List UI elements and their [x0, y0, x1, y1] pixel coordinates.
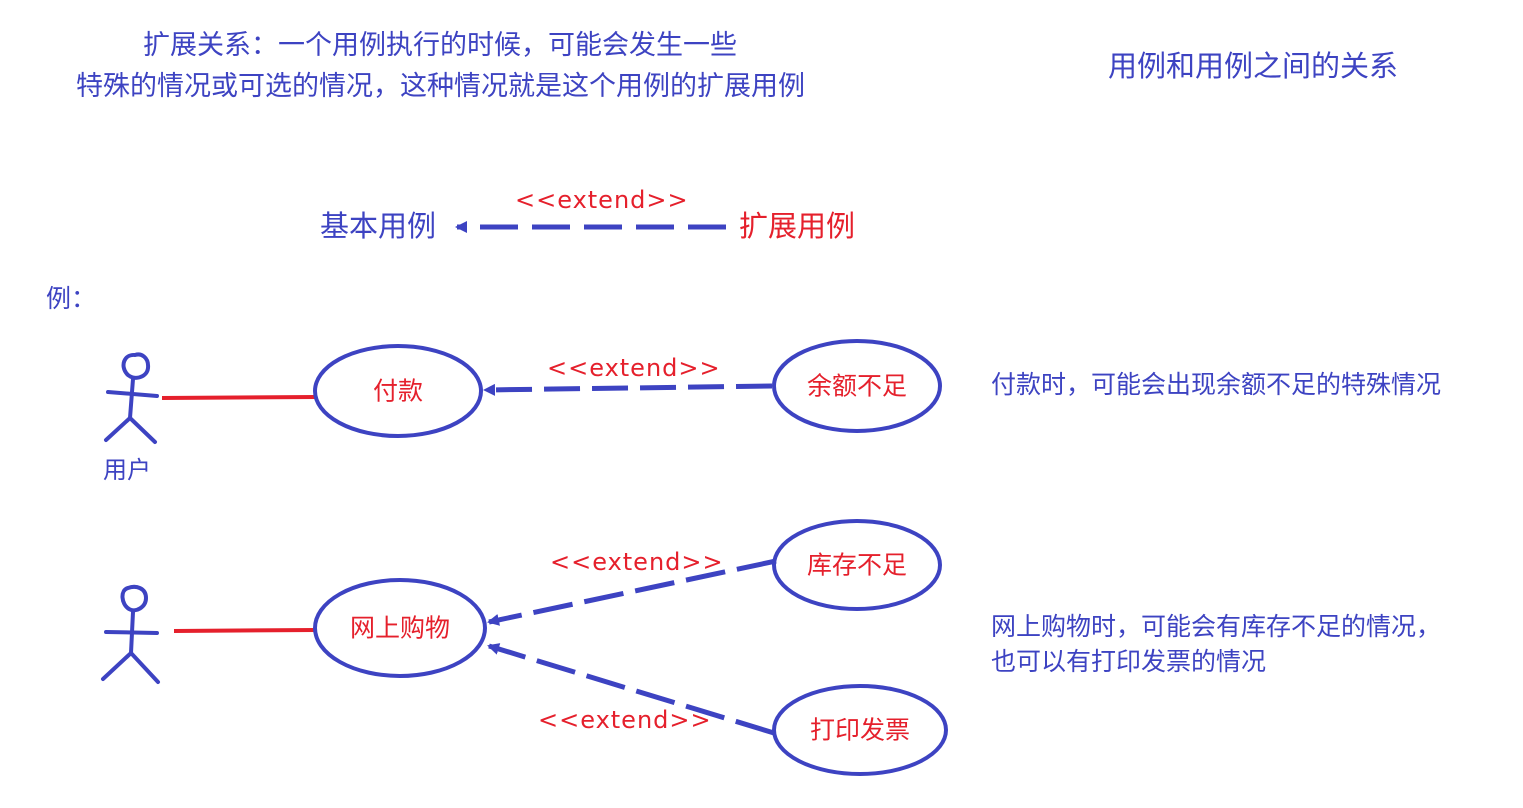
use-case-payment	[313, 344, 483, 438]
use-case-payment-label: 付款	[372, 376, 424, 406]
use-case-out-of-stock	[772, 519, 942, 611]
legend-base-use-case-label: 基本用例	[320, 209, 437, 243]
use-case-online-shopping	[313, 578, 487, 678]
use-case-out-of-stock-label: 库存不足	[806, 550, 908, 580]
example-label: 例：	[46, 284, 97, 313]
example2-note-line-2: 也可以有打印发票的情况	[991, 647, 1267, 676]
use-case-print-invoice	[772, 684, 948, 776]
association-user-payment	[161, 395, 317, 400]
example2-extend-stereotype-1: <<extend>>	[550, 548, 724, 576]
association-shopper-online-shopping	[173, 628, 317, 633]
definition-line-1: 扩展关系：一个用例执行的时候，可能会发生一些	[143, 30, 737, 61]
definition-line-2: 特殊的情况或可选的情况，这种情况就是这个用例的扩展用例	[76, 71, 805, 102]
legend-extend-stereotype: <<extend>>	[515, 186, 689, 214]
actor-user-icon	[104, 352, 159, 444]
topic-title: 用例和用例之间的关系	[1108, 49, 1399, 83]
example2-extend-stereotype-2: <<extend>>	[538, 706, 712, 734]
use-case-insufficient-balance	[772, 339, 942, 433]
example2-note-line-1: 网上购物时，可能会有库存不足的情况，	[991, 612, 1442, 641]
use-case-online-shopping-label: 网上购物	[349, 613, 451, 643]
use-case-insufficient-balance-label: 余额不足	[806, 371, 908, 401]
legend-extension-use-case-label: 扩展用例	[739, 209, 856, 243]
example1-extend-stereotype: <<extend>>	[547, 354, 721, 382]
actor-user-label: 用户	[103, 456, 151, 484]
extend-arrow-stock-to-shopping	[487, 558, 777, 626]
extend-arrow-balance-to-payment	[483, 383, 773, 396]
actor-shopper-icon	[101, 584, 160, 684]
example1-note: 付款时，可能会出现余额不足的特殊情况	[991, 370, 1442, 399]
use-case-print-invoice-label: 打印发票	[809, 715, 911, 745]
